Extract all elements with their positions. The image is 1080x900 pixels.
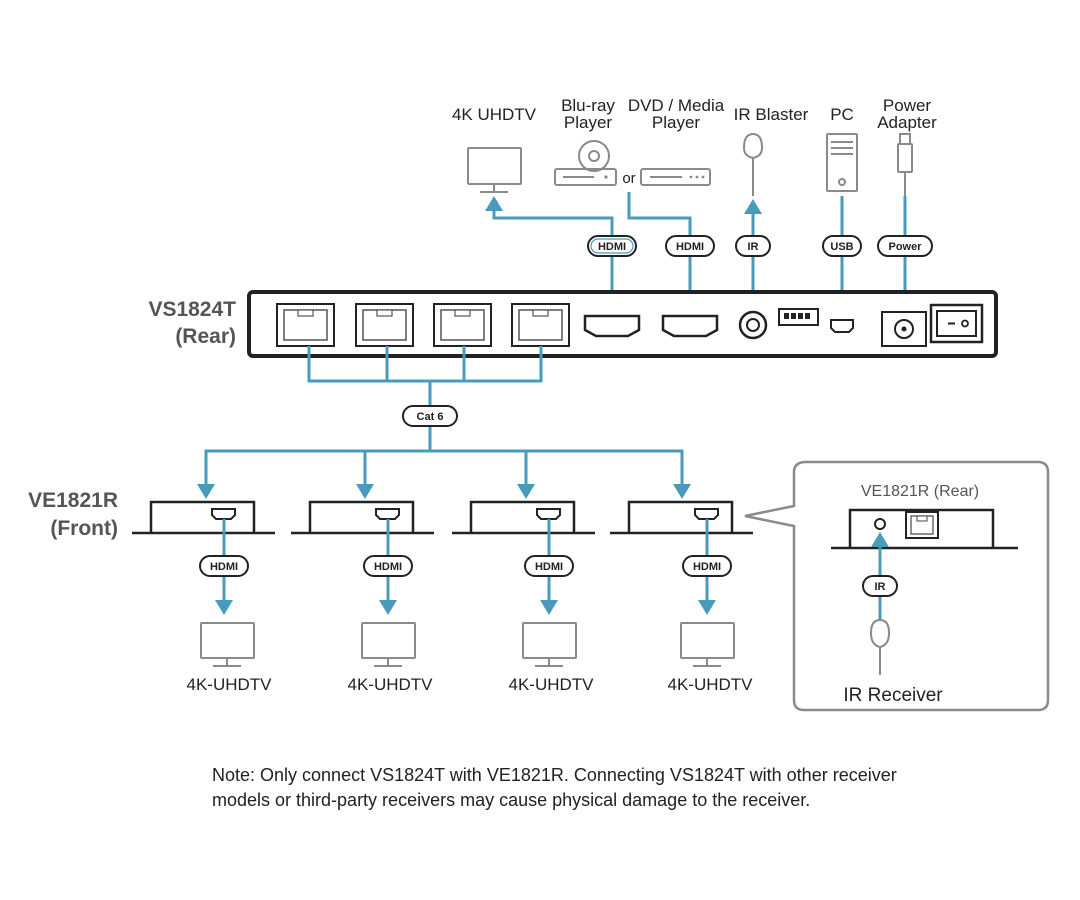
dvd-label-line1: DVD / Media [628,96,725,115]
power-adapter-label-line1: Power [883,96,932,115]
bluray-label-line2: Player [564,113,613,132]
pill-hdmi-out: HDMI [587,235,637,257]
pc-label: PC [830,105,854,124]
pill-hdmi-rx4-label: HDMI [693,561,721,573]
rj45-port-3 [433,303,492,347]
pc-tower-icon [826,133,858,192]
dc-power-jack [881,311,927,347]
arrow-display-4 [698,600,716,615]
pill-ir-inset: IR [862,575,898,597]
receiver-unit-4 [610,500,753,535]
receiver-3-hdmi-port [536,508,561,520]
ir-blaster-label: IR Blaster [734,105,809,124]
transmitter-name: VS1824T [148,298,236,321]
display-icon-1 [200,622,255,667]
ir-jack [738,310,768,340]
arrow-display-3 [540,600,558,615]
receiver-1-hdmi-port [211,508,236,520]
hdmi-out-port [583,314,641,338]
receiver-unit-2 [291,500,434,535]
arrow-rx3 [517,484,535,499]
dvd-player-icon [640,168,711,186]
pill-cat6-label: Cat 6 [417,411,444,423]
arrow-display-2 [379,600,397,615]
display-label-4: 4K-UHDTV [667,675,753,694]
arrow-rx4 [673,484,691,499]
pill-hdmi-rx2: HDMI [363,555,413,577]
hdmi-in-port [661,314,719,338]
or-label: or [622,170,635,187]
uhdtv-icon [467,147,522,193]
pill-ir-top: IR [735,235,771,257]
bluray-player-icon [554,140,617,186]
arrow-to-inset-ir [871,532,889,547]
compatibility-note: Note: Only connect VS1824T with VE1821R.… [212,763,1032,813]
pill-hdmi-in-label: HDMI [676,241,704,253]
ir-receiver-icon [869,618,891,675]
receiver-side: (Front) [50,517,118,540]
pill-hdmi-in: HDMI [665,235,715,257]
receiver-unit-3 [452,500,595,535]
pill-ir-top-label: IR [748,241,759,253]
power-adapter-label-line2: Adapter [877,113,937,132]
note-line-2: models or third-party receivers may caus… [212,790,811,810]
micro-usb-port [830,319,854,333]
transmitter-side: (Rear) [175,325,236,348]
pill-ir-inset-label: IR [875,581,886,593]
cable-cat6-bus [307,346,543,383]
cable-hdmi-uhdtv [492,208,614,310]
arrow-rx1 [197,484,215,499]
display-label-2: 4K-UHDTV [347,675,433,694]
arrow-display-1 [215,600,233,615]
arrow-rx2 [356,484,374,499]
rj45-port-4 [511,303,570,347]
rj45-port-1 [276,303,335,347]
inset-ir-jack [874,518,886,530]
pill-power-label: Power [888,241,922,253]
pill-hdmi-rx4: HDMI [682,555,732,577]
pill-hdmi-out-label: HDMI [598,241,626,253]
note-line-1: Note: Only connect VS1824T with VE1821R.… [212,765,897,785]
rj45-port-2 [355,303,414,347]
pill-hdmi-rx3-label: HDMI [535,561,563,573]
inset-rj45-port [905,511,939,539]
ir-receiver-label: IR Receiver [843,685,943,706]
inset-title: VE1821R (Rear) [861,483,979,500]
display-icon-3 [522,622,577,667]
pill-usb: USB [822,235,862,257]
power-switch [929,303,984,344]
bluray-label-line1: Blu-ray [561,96,615,115]
display-label-3: 4K-UHDTV [508,675,594,694]
power-adapter-icon [897,133,913,196]
pill-hdmi-rx1-label: HDMI [210,561,238,573]
cable-cat6-distribution [204,449,684,486]
cable-hdmi-player [627,192,692,300]
usb-a-port [778,308,819,326]
uhdtv-label: 4K UHDTV [452,105,537,124]
receiver-2-hdmi-port [375,508,400,520]
arrow-to-ir-blaster [744,199,762,214]
receiver-rear-unit [831,508,1018,550]
display-icon-2 [361,622,416,667]
arrow-to-uhdtv [485,196,503,211]
dvd-label-line2: Player [652,113,701,132]
pill-cat6: Cat 6 [402,405,458,427]
pill-hdmi-rx1: HDMI [199,555,249,577]
ir-blaster-icon [742,132,764,196]
pill-usb-label: USB [830,241,853,253]
display-icon-4 [680,622,735,667]
pill-hdmi-rx3: HDMI [524,555,574,577]
pill-hdmi-rx2-label: HDMI [374,561,402,573]
receiver-4-hdmi-port [694,508,719,520]
receiver-unit-1 [132,500,275,535]
receiver-name: VE1821R [28,489,118,512]
display-label-1: 4K-UHDTV [186,675,272,694]
pill-power: Power [877,235,933,257]
